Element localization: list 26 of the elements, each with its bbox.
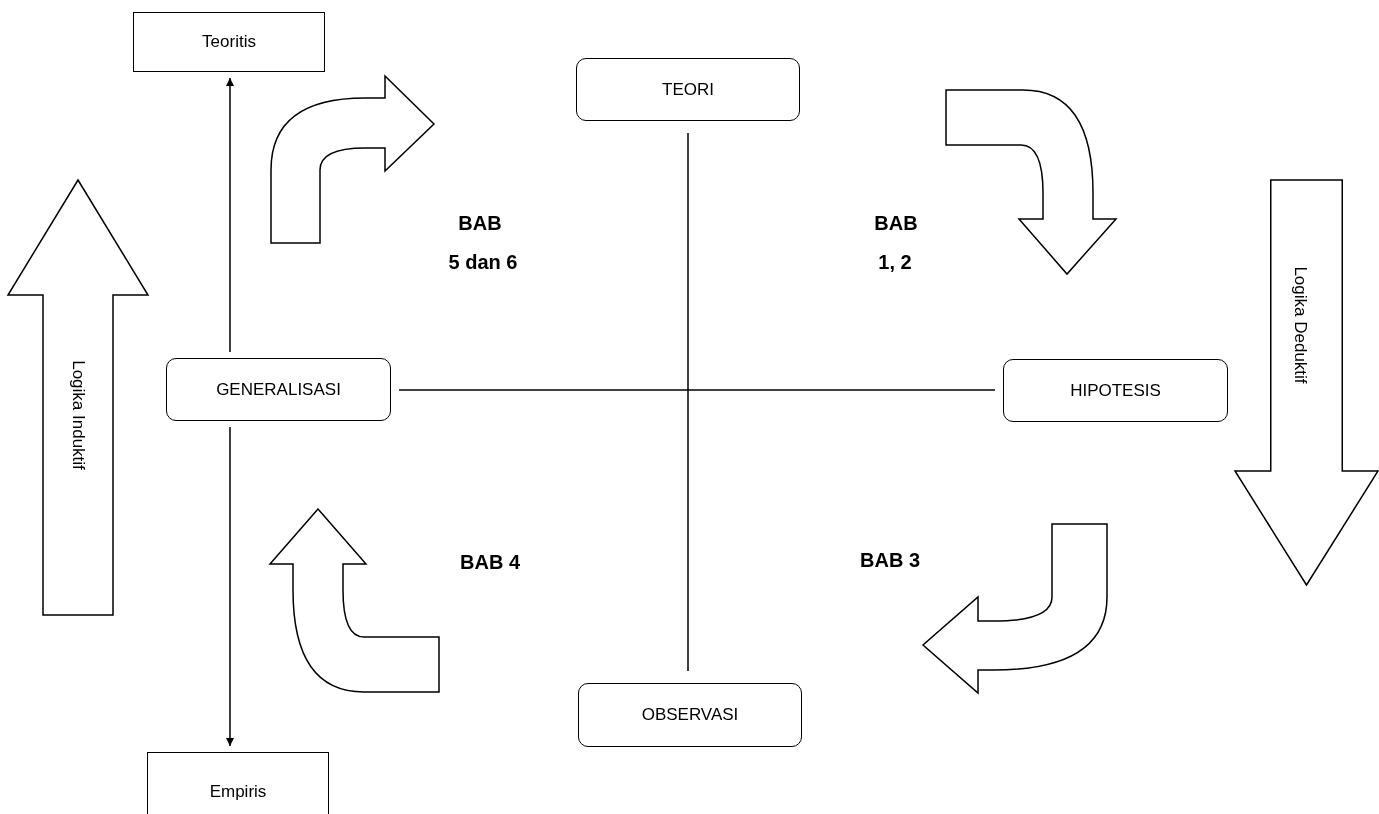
- process-box: [147, 752, 329, 814]
- chapter-label: BAB: [458, 211, 502, 235]
- connector-line: [687, 132, 689, 672]
- box-label: GENERALISASI: [216, 379, 341, 400]
- up-block-arrow: [8, 180, 148, 615]
- chapter-label: BAB 3: [860, 548, 920, 572]
- box-label: HIPOTESIS: [1070, 380, 1161, 401]
- chapter-label: BAB 4: [460, 550, 520, 574]
- connector-line: [398, 389, 996, 391]
- arrow-label: Logika Induktif: [68, 360, 88, 470]
- box-label: Teoritis: [202, 32, 256, 52]
- down-block-arrow: [1235, 180, 1378, 585]
- chapter-label: BAB: [874, 211, 918, 235]
- chapter-label: 1, 2: [878, 250, 912, 274]
- arrow: [226, 426, 234, 747]
- process-box: [133, 12, 325, 72]
- chapter-label: 5 dan 6: [448, 250, 518, 274]
- rounded-box: [578, 683, 802, 747]
- arrow: [226, 77, 234, 353]
- rounded-box: [576, 58, 800, 121]
- arrow-label: Logika Deduktif: [1290, 266, 1310, 384]
- box-label: Empiris: [209, 782, 267, 802]
- box-label: OBSERVASI: [641, 705, 739, 725]
- box-label: TEORI: [662, 79, 714, 100]
- rounded-box: [1003, 359, 1228, 422]
- rounded-box: [166, 358, 391, 421]
